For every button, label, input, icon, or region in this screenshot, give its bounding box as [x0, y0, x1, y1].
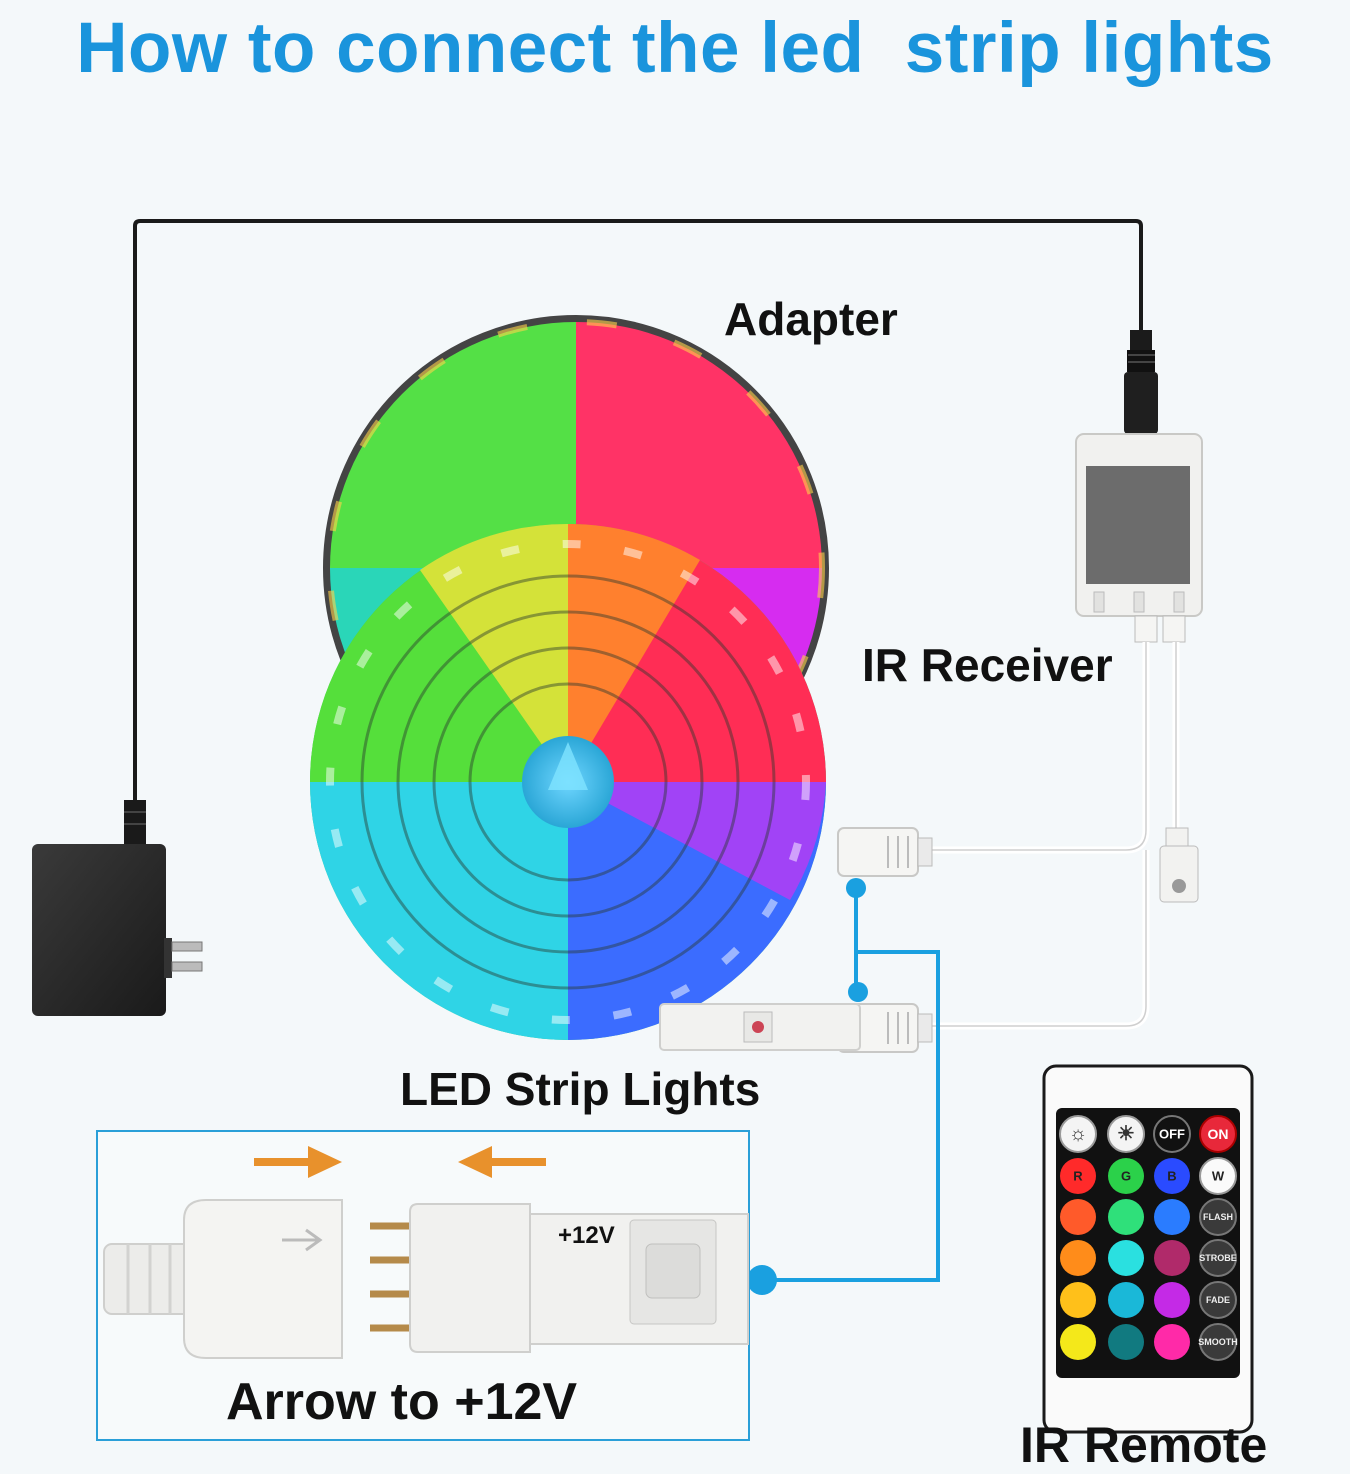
ir-remote-label: IR Remote	[1020, 1417, 1268, 1473]
plus-12v-label: +12V	[558, 1222, 615, 1249]
remote-color-button-2-3[interactable]	[1154, 1199, 1190, 1235]
remote-color-button-1-3[interactable]	[1154, 1158, 1190, 1194]
receiver-dc-jack	[1159, 827, 1199, 903]
remote-color-button-2-1[interactable]	[1060, 1199, 1096, 1235]
led-strip-lights-label: LED Strip Lights	[400, 1063, 761, 1115]
remote-smooth-label: SMOOTH	[1198, 1337, 1238, 1347]
remote-flash-button[interactable]	[1199, 1198, 1237, 1236]
remote-color-button-5-2[interactable]	[1108, 1324, 1144, 1360]
remote-on-button[interactable]	[1199, 1115, 1237, 1153]
remote-color-label-B: B	[1167, 1169, 1176, 1184]
brightness-up-icon[interactable]	[1107, 1115, 1145, 1153]
arrow-to-12v-label: Arrow to +12V	[226, 1373, 578, 1431]
remote-strobe-label: STROBE	[1199, 1253, 1237, 1263]
orange-arrow-right	[254, 1146, 342, 1178]
remote-color-button-3-3[interactable]	[1154, 1240, 1190, 1276]
brightness-down-icon-glyph: ☼	[1069, 1123, 1087, 1145]
adapter-cable	[133, 219, 1143, 800]
remote-on-label: ON	[1208, 1126, 1229, 1142]
callout-dot-top	[846, 878, 866, 898]
power-adapter	[32, 800, 203, 1016]
remote-white-label: W	[1212, 1169, 1225, 1184]
page-title: How to connect the led strip lights	[76, 9, 1274, 88]
led-reel-front	[310, 523, 826, 1040]
brightness-up-icon-glyph: ☀	[1117, 1123, 1135, 1145]
remote-strobe-button[interactable]	[1199, 1239, 1237, 1277]
strip-connector-top	[837, 827, 933, 877]
remote-color-button-2-2[interactable]	[1108, 1199, 1144, 1235]
inset-strip-end	[409, 1203, 749, 1353]
callout-dot-inset	[747, 1265, 777, 1295]
remote-color-button-3-2[interactable]	[1108, 1240, 1144, 1276]
orange-arrow-left	[458, 1146, 546, 1178]
ir-receiver-box	[1075, 433, 1203, 643]
remote-color-button-1-2[interactable]	[1108, 1158, 1144, 1194]
remote-fade-label: FADE	[1206, 1295, 1230, 1305]
remote-color-button-5-3[interactable]	[1154, 1324, 1190, 1360]
remote-color-button-5-1[interactable]	[1060, 1324, 1096, 1360]
strip-tail-segment	[659, 1003, 861, 1051]
remote-off-label: OFF	[1159, 1127, 1185, 1142]
adapter-label: Adapter	[724, 293, 898, 345]
remote-fade-button[interactable]	[1199, 1281, 1237, 1319]
brightness-down-icon[interactable]	[1059, 1115, 1097, 1153]
remote-color-label-G: G	[1121, 1169, 1131, 1184]
remote-color-button-4-1[interactable]	[1060, 1282, 1096, 1318]
remote-flash-label: FLASH	[1203, 1212, 1233, 1222]
remote-color-button-1-1[interactable]	[1060, 1158, 1096, 1194]
receiver-dc-plug	[1124, 330, 1158, 434]
ir-receiver-label: IR Receiver	[862, 639, 1113, 691]
remote-buttons: ☼ ☀ OFF ON R G B W FLASH STROBE FADE SMOOTH	[1059, 1115, 1238, 1361]
remote-color-label-R: R	[1073, 1169, 1083, 1184]
remote-color-button-4-3[interactable]	[1154, 1282, 1190, 1318]
callout-dot-middle	[848, 982, 868, 1002]
remote-color-button-4-2[interactable]	[1108, 1282, 1144, 1318]
remote-color-button-3-1[interactable]	[1060, 1240, 1096, 1276]
remote-smooth-button[interactable]	[1199, 1323, 1237, 1361]
callout-wires	[762, 888, 940, 1282]
inset-male-plug	[103, 1199, 343, 1359]
remote-off-button[interactable]	[1153, 1115, 1191, 1153]
remote-white-button[interactable]	[1199, 1157, 1237, 1195]
receiver-output-cable-bottom	[930, 850, 1150, 1030]
